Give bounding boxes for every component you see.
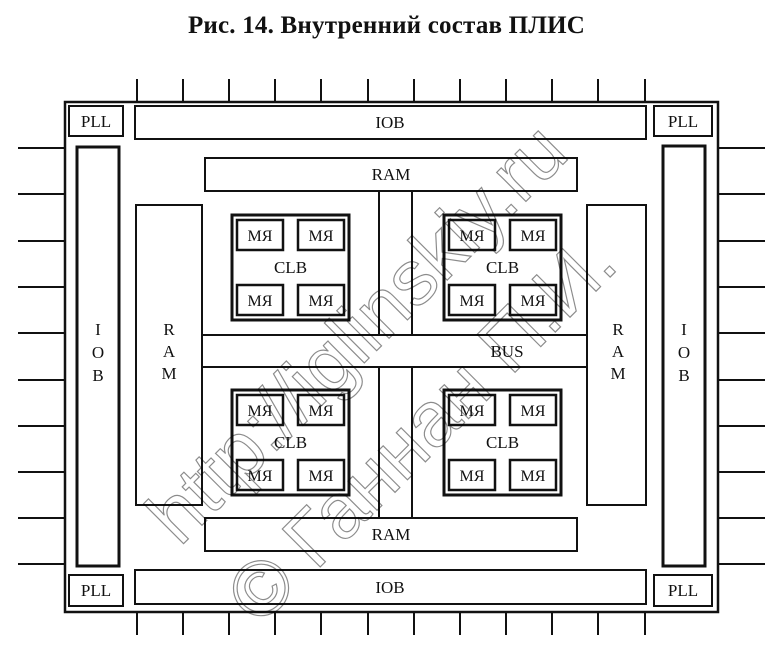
- ram-left-label: RAM: [161, 320, 176, 383]
- vertical-letter: I: [95, 320, 101, 339]
- memory-cell-label: МЯ: [460, 468, 485, 485]
- iob-right: [661, 144, 707, 568]
- pll-top-left: [68, 105, 124, 137]
- ram-bottom-label: RAM: [372, 525, 411, 544]
- memory-cell-label: МЯ: [309, 228, 334, 245]
- pll-top-right: [653, 105, 713, 137]
- iob-left: [75, 145, 121, 568]
- memory-cell: [296, 458, 346, 492]
- memory-cell: [508, 283, 558, 317]
- memory-cell-label: МЯ: [248, 403, 273, 420]
- memory-cell-label: МЯ: [521, 468, 546, 485]
- memory-cell-label: МЯ: [460, 403, 485, 420]
- vertical-letter: A: [612, 342, 625, 361]
- figure-title: Рис. 14. Внутренний состав ПЛИС: [187, 12, 586, 39]
- clb-label: CLB: [486, 433, 519, 452]
- iob-top: [134, 105, 647, 140]
- ram-right: [586, 204, 647, 506]
- memory-cell: [447, 218, 497, 252]
- memory-cell: [447, 458, 497, 492]
- vertical-letter: O: [92, 343, 104, 362]
- vertical-letter: B: [92, 366, 103, 385]
- chip-boundary: [63, 100, 720, 614]
- bus-label: BUS: [490, 342, 523, 361]
- memory-cell: [235, 283, 285, 317]
- memory-cell: [296, 393, 346, 427]
- clb-label: CLB: [486, 258, 519, 277]
- memory-cell: [296, 218, 346, 252]
- memory-cell: [296, 283, 346, 317]
- pll-top-right-label: PLL: [668, 112, 698, 131]
- memory-cell: [447, 393, 497, 427]
- vertical-letter: M: [610, 364, 625, 383]
- iob-left-label: IOB: [92, 320, 104, 385]
- iob-bottom: [134, 569, 647, 605]
- vertical-letter: B: [678, 366, 689, 385]
- ram-left: [135, 204, 203, 506]
- memory-cell: [508, 458, 558, 492]
- pll-top-left-label: PLL: [81, 112, 111, 131]
- memory-cell: [235, 218, 285, 252]
- pll-bottom-right: [653, 574, 713, 607]
- memory-cell-label: МЯ: [460, 293, 485, 310]
- memory-cell: [235, 393, 285, 427]
- memory-cell-label: МЯ: [521, 403, 546, 420]
- pins: [18, 79, 765, 635]
- pll-bottom-left: [68, 574, 124, 607]
- ram-right-label: RAM: [610, 320, 625, 383]
- vertical-letter: I: [681, 320, 687, 339]
- memory-cell-label: МЯ: [248, 228, 273, 245]
- vertical-letter: M: [161, 364, 176, 383]
- memory-cell-label: МЯ: [521, 293, 546, 310]
- bus-horizontal: [201, 334, 588, 368]
- memory-cell: [447, 283, 497, 317]
- clb-label: CLB: [274, 258, 307, 277]
- vertical-letter: A: [163, 342, 176, 361]
- iob-bottom-label: IOB: [375, 578, 404, 597]
- ram-top-label: RAM: [372, 165, 411, 184]
- memory-cell: [235, 458, 285, 492]
- pll-bottom-left-label: PLL: [81, 581, 111, 600]
- memory-cell: [508, 218, 558, 252]
- vertical-letter: O: [678, 343, 690, 362]
- clb-label: CLB: [274, 433, 307, 452]
- memory-cell-label: МЯ: [248, 468, 273, 485]
- memory-cell-label: МЯ: [521, 228, 546, 245]
- memory-cell-label: МЯ: [248, 293, 273, 310]
- memory-cell-label: МЯ: [309, 403, 334, 420]
- memory-cell-label: МЯ: [309, 293, 334, 310]
- memory-cell-label: МЯ: [460, 228, 485, 245]
- vertical-letter: R: [612, 320, 624, 339]
- iob-top-label: IOB: [375, 113, 404, 132]
- memory-cell: [508, 393, 558, 427]
- pll-bottom-right-label: PLL: [668, 581, 698, 600]
- iob-right-label: IOB: [678, 320, 690, 385]
- memory-cell-label: МЯ: [309, 468, 334, 485]
- vertical-letter: R: [163, 320, 175, 339]
